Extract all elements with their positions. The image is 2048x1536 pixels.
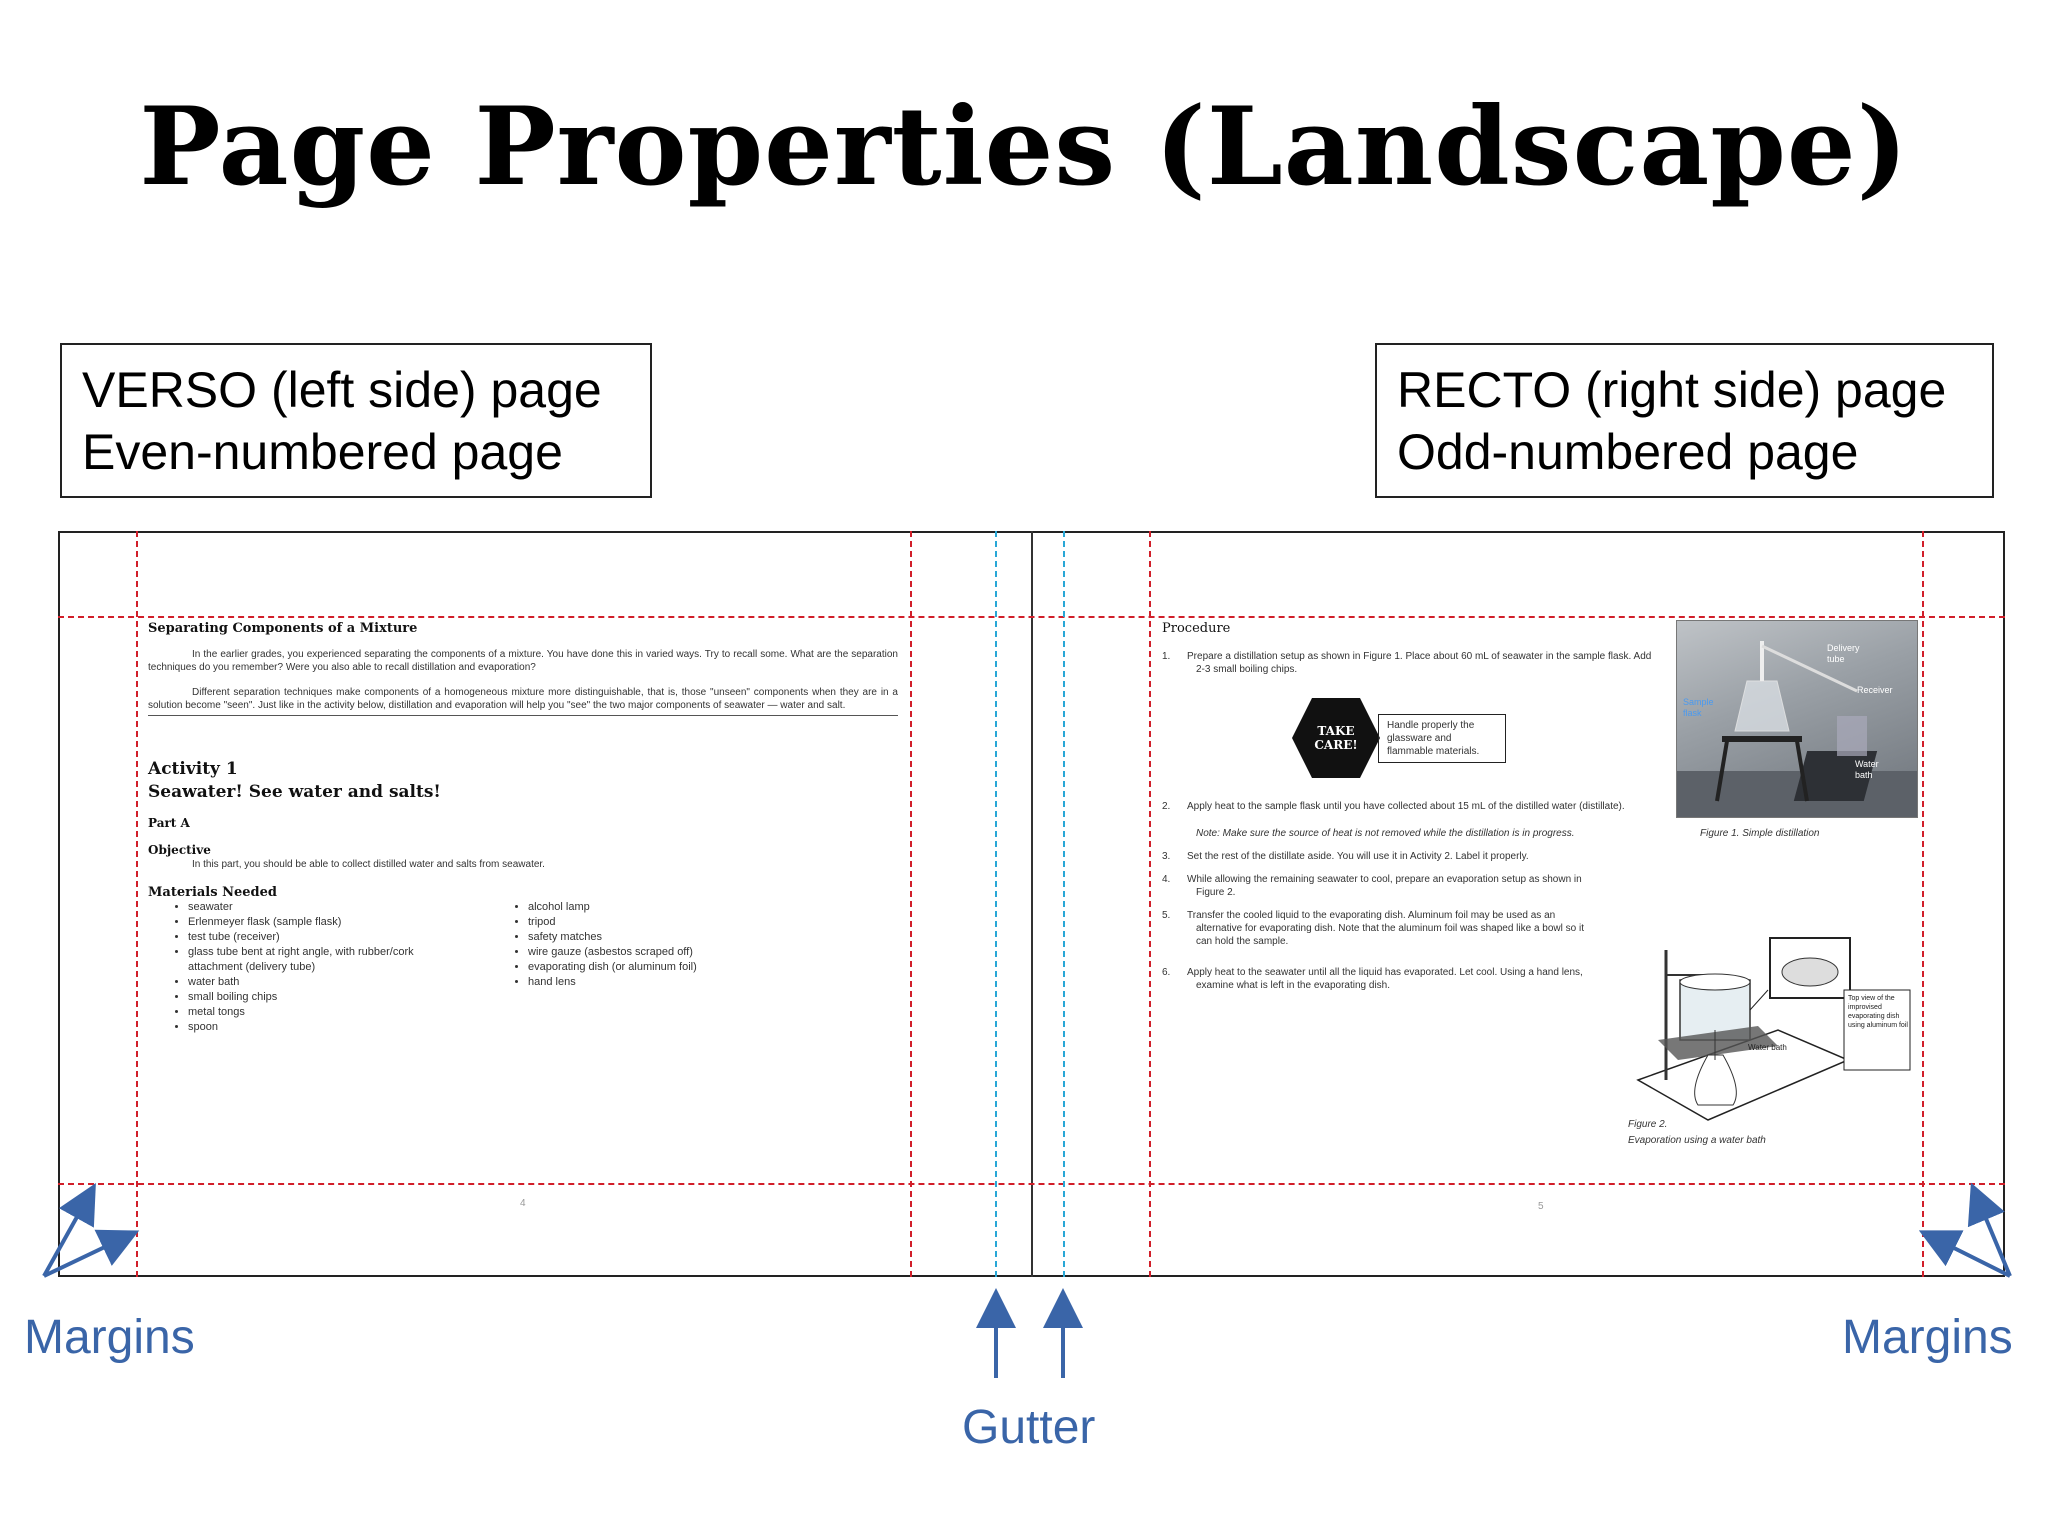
fig2-inset-text: Top view of the improvised evaporating d… bbox=[1848, 995, 1908, 1029]
material-item: alcohol lamp bbox=[528, 900, 728, 915]
left-page-para2: Different separation techniques make com… bbox=[148, 686, 898, 716]
step-5-text: Transfer the cooled liquid to the evapor… bbox=[1187, 910, 1584, 947]
material-item: spoon bbox=[188, 1020, 428, 1035]
gutter-label: Gutter bbox=[962, 1401, 1096, 1454]
left-page-content: Separating Components of a Mixture In th… bbox=[148, 620, 898, 1035]
figure-2-caption-1: Figure 2. bbox=[1628, 1119, 1668, 1130]
right-page-content: Procedure 1. Prepare a distillation setu… bbox=[1162, 620, 1662, 992]
left-page-outer-margin-guide bbox=[136, 531, 138, 1277]
margin-arrow-left-2 bbox=[43, 1229, 140, 1278]
objective-label: Objective bbox=[148, 843, 211, 857]
step-1-text: Prepare a distillation setup as shown in… bbox=[1187, 651, 1652, 675]
material-item: hand lens bbox=[528, 975, 728, 990]
bottom-margin-guide bbox=[58, 1183, 2005, 1185]
materials-list-col2: alcohol lamptripodsafety matcheswire gau… bbox=[488, 900, 728, 1035]
step-3: 3. Set the rest of the distillate aside.… bbox=[1162, 851, 1529, 862]
materials-label: Materials Needed bbox=[148, 885, 277, 900]
materials-list-col1: seawaterErlenmeyer flask (sample flask)t… bbox=[148, 900, 428, 1035]
material-item: small boiling chips bbox=[188, 990, 428, 1005]
step-4: 4. While allowing the remaining seawater… bbox=[1162, 874, 1582, 898]
left-page-para1: In the earlier grades, you experienced s… bbox=[148, 649, 898, 673]
left-page-inner-margin-guide bbox=[910, 531, 912, 1277]
note-text: Note: Make sure the source of heat is no… bbox=[1196, 828, 1575, 839]
material-item: glass tube bent at right angle, with rub… bbox=[188, 945, 428, 975]
recto-callout-line1: RECTO (right side) page bbox=[1397, 362, 1947, 418]
margin-arrow-right-1 bbox=[1967, 1182, 2012, 1277]
step-2-text: Apply heat to the sample flask until you… bbox=[1187, 801, 1625, 812]
take-care-box: TAKE CARE! Handle properly the glassware… bbox=[1290, 696, 1662, 780]
step-1: 1. Prepare a distillation setup as shown… bbox=[1162, 651, 1652, 675]
step-6: 6. Apply heat to the seawater until all … bbox=[1162, 967, 1583, 991]
figure-1-photo: Delivery tube Sample flask Receiver Wate… bbox=[1676, 620, 1918, 818]
right-page-inner-margin-guide bbox=[1149, 531, 1151, 1277]
left-page-number: 4 bbox=[520, 1198, 526, 1209]
recto-callout: RECTO (right side) page Odd-numbered pag… bbox=[1375, 343, 1994, 498]
right-page-outer-margin-guide bbox=[1922, 531, 1924, 1277]
margins-label-left: Margins bbox=[24, 1311, 195, 1364]
recto-callout-line2: Odd-numbered page bbox=[1397, 424, 1859, 480]
fig1-label-delivery: Delivery tube bbox=[1827, 643, 1860, 664]
material-item: evaporating dish (or aluminum foil) bbox=[528, 960, 728, 975]
activity-number: Activity 1 bbox=[148, 759, 238, 779]
top-margin-guide bbox=[58, 616, 2005, 618]
distillation-setup-icon bbox=[1677, 641, 1917, 817]
step-2: 2. Apply heat to the sample flask until … bbox=[1162, 801, 1625, 812]
left-gutter-guide bbox=[995, 531, 997, 1277]
margins-label-right: Margins bbox=[1842, 1311, 2013, 1364]
left-page-heading: Separating Components of a Mixture bbox=[148, 621, 418, 636]
evaporation-setup-icon bbox=[1636, 937, 1911, 1121]
step-5: 5. Transfer the cooled liquid to the eva… bbox=[1162, 910, 1584, 947]
step-3-text: Set the rest of the distillate aside. Yo… bbox=[1187, 851, 1529, 862]
right-page-number: 5 bbox=[1538, 1201, 1544, 1212]
fig2-label-waterbath: Water bath bbox=[1748, 1043, 1787, 1052]
material-item: wire gauze (asbestos scraped off) bbox=[528, 945, 728, 960]
material-item: seawater bbox=[188, 900, 428, 915]
page-title: Page Properties (Landscape) bbox=[139, 84, 1909, 210]
right-gutter-guide bbox=[1063, 531, 1065, 1277]
material-item: water bath bbox=[188, 975, 428, 990]
hexagon-icon bbox=[1292, 698, 1380, 778]
figure-2-caption-2: Evaporation using a water bath bbox=[1628, 1135, 1766, 1146]
fig1-label-waterbath: Water bath bbox=[1855, 759, 1879, 780]
objective-text: In this part, you should be able to coll… bbox=[192, 859, 545, 870]
margin-arrow-right-2 bbox=[1918, 1230, 2011, 1278]
material-item: metal tongs bbox=[188, 1005, 428, 1020]
verso-callout-line2: Even-numbered page bbox=[82, 424, 563, 480]
material-item: test tube (receiver) bbox=[188, 930, 428, 945]
part-label: Part A bbox=[148, 816, 190, 830]
verso-callout: VERSO (left side) page Even-numbered pag… bbox=[60, 343, 652, 498]
fig1-label-sample: Sample flask bbox=[1683, 697, 1714, 718]
step-6-text: Apply heat to the seawater until all the… bbox=[1187, 967, 1583, 991]
activity-title: Seawater! See water and salts! bbox=[148, 782, 441, 802]
take-care-text: Handle properly the glassware and flamma… bbox=[1378, 713, 1506, 763]
verso-callout-line1: VERSO (left side) page bbox=[82, 362, 602, 418]
material-item: safety matches bbox=[528, 930, 728, 945]
figure-1-caption: Figure 1. Simple distillation bbox=[1700, 828, 1820, 839]
margin-arrow-left-1 bbox=[42, 1183, 96, 1277]
material-item: Erlenmeyer flask (sample flask) bbox=[188, 915, 428, 930]
step-4-text: While allowing the remaining seawater to… bbox=[1187, 874, 1582, 898]
take-care-label: TAKE CARE! bbox=[1314, 724, 1358, 752]
spine-line bbox=[1031, 531, 1033, 1277]
procedure-heading: Procedure bbox=[1162, 621, 1231, 636]
fig1-label-receiver: Receiver bbox=[1857, 685, 1893, 695]
material-item: tripod bbox=[528, 915, 728, 930]
